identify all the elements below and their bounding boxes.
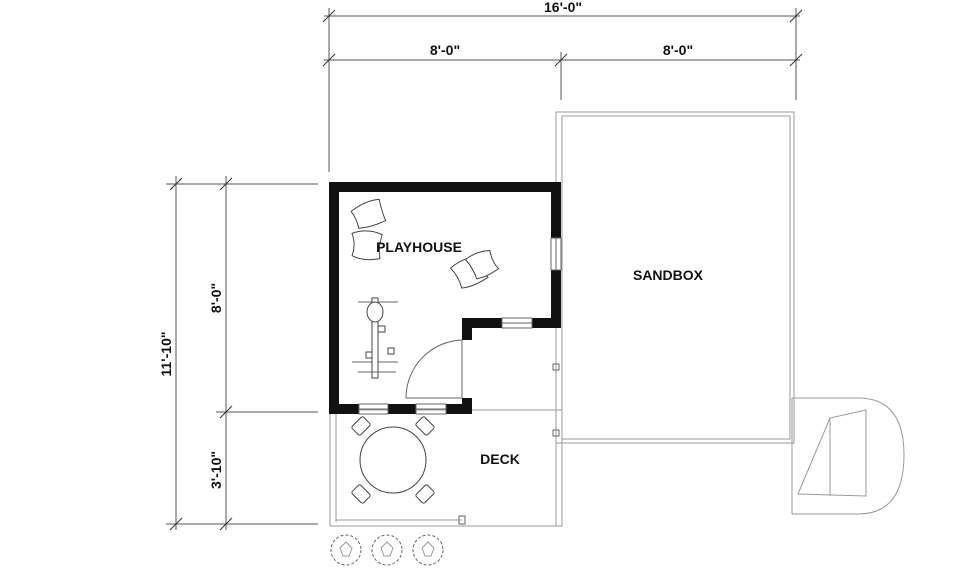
windows: [358, 237, 562, 415]
right-width-label: 8'-0": [663, 42, 693, 58]
left-dimensions: 11'-10" 8'-0" 3'-10": [158, 176, 318, 531]
overall-width-label: 16'-0": [544, 0, 582, 15]
top-dimensions: 16'-0" 8'-0" 8'-0": [322, 0, 803, 172]
door-swing: [405, 339, 463, 399]
shrubs: [330, 534, 444, 566]
playhouse-label: PLAYHOUSE: [376, 239, 462, 255]
sandbox-label: SANDBOX: [633, 267, 704, 283]
playhouse-walls: [329, 182, 561, 414]
overall-depth-label: 11'-10": [158, 331, 174, 376]
table-with-chairs: [351, 416, 435, 504]
sandbox: SANDBOX: [555, 111, 795, 444]
deck-label: DECK: [480, 451, 520, 467]
left-width-label: 8'-0": [430, 42, 460, 58]
slide: [791, 397, 905, 515]
deck-depth-label: 3'-10": [208, 451, 224, 489]
pillows: [350, 198, 500, 289]
toy-rocker: PLAYHOUSE: [352, 239, 462, 379]
playhouse-depth-label: 8'-0": [208, 283, 224, 313]
